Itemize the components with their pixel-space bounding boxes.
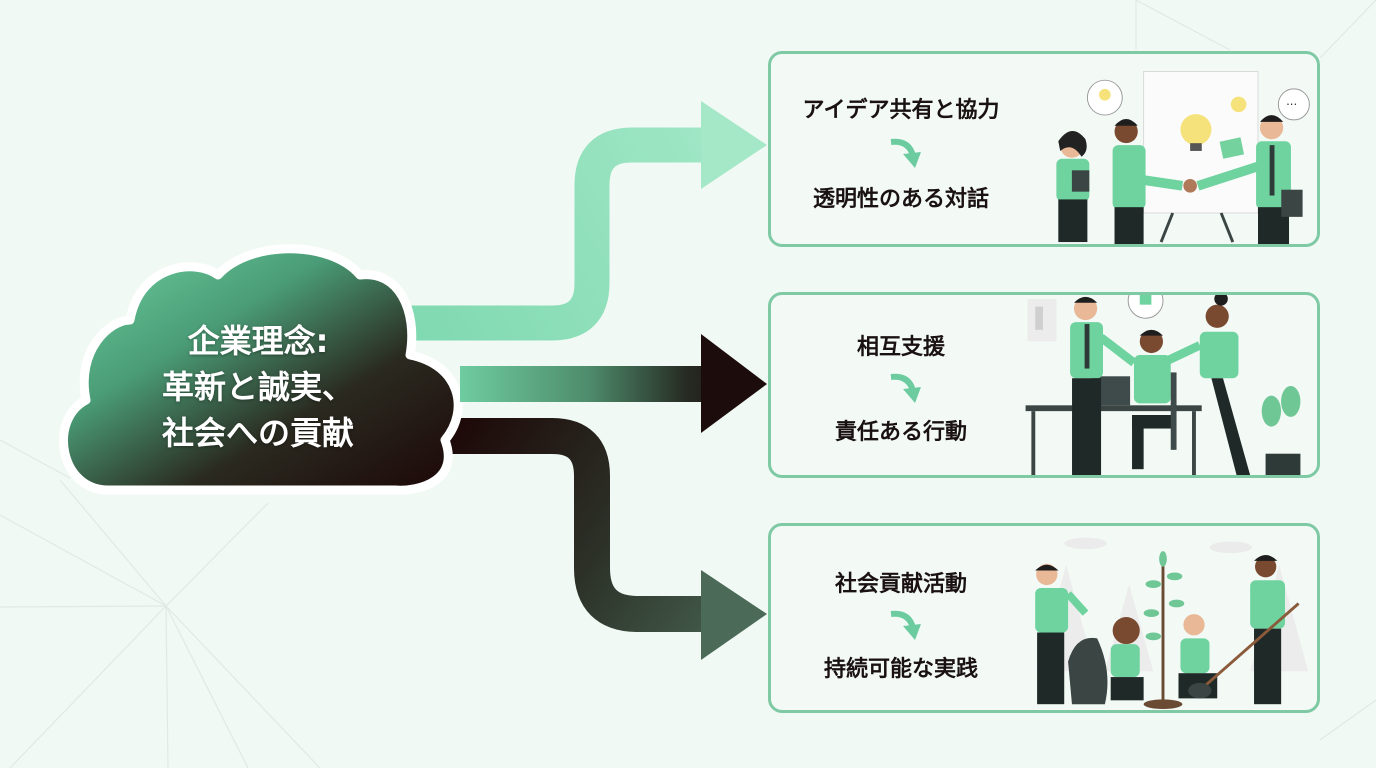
curved-arrow-down-icon [890,373,921,403]
core-philosophy-title: 企業理念: 革新と誠実、 社会への貢献 [108,318,408,456]
svg-text:···: ··· [1286,97,1297,111]
title-line-2: 革新と誠実、 [161,368,354,406]
team-handshake-lightbulb-icon: ··· [1056,70,1310,244]
card-heading: アイデア共有と協力 [802,98,1000,123]
coworkers-helping-at-desk-icon [1025,295,1301,475]
card-subheading: 透明性のある対話 [812,187,989,212]
title-line-1: 企業理念: [187,322,329,360]
card-social: 社会貢献活動 持続可能な実践 [768,523,1320,713]
curved-arrow-down-icon [890,610,921,640]
card-heading: 相互支援 [856,335,945,360]
card-subheading: 責任ある行動 [834,420,967,445]
volunteers-planting-tree-icon [1035,537,1309,710]
card-support: 相互支援 責任ある行動 [768,292,1320,478]
cloud-shape [59,244,463,495]
card-heading: 社会貢献活動 [834,572,967,597]
curved-arrow-down-icon [890,138,921,168]
card-subheading: 持続可能な実践 [823,657,978,682]
card-collaboration: アイデア共有と協力 透明性のある対話 ··· [768,51,1320,247]
title-line-3: 社会への貢献 [161,414,354,452]
arrow-to-social [440,418,767,660]
arrow-to-support [460,334,767,433]
arrow-to-collaboration [400,101,767,341]
